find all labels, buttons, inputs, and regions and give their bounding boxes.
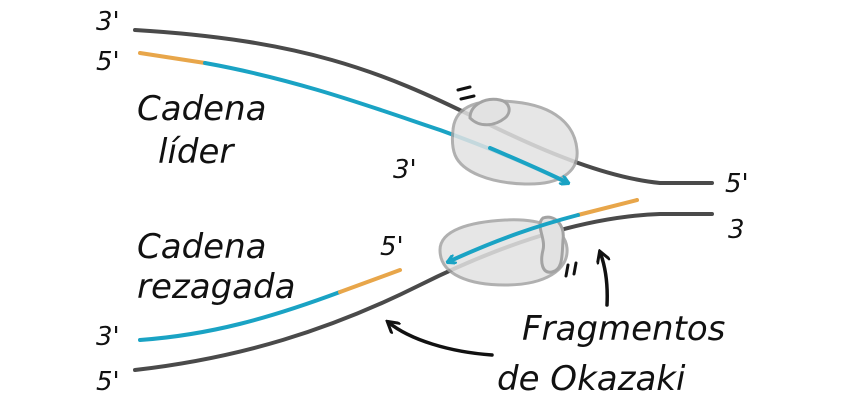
bottom-polymerase-icon [438,215,578,287]
label-right-bottom: 3 [728,215,745,245]
leading-new-strand-tip [488,146,568,183]
label-leading-tip: 3' [393,155,417,185]
label-okazaki-line2: de Okazaki [497,359,686,399]
top-polymerase-icon [450,85,579,186]
label-lagging-strand-line2: rezagada [137,267,295,307]
label-okazaki-line1: Fragmentos [522,309,725,349]
label-bottom-template-left: 5' [96,367,120,397]
label-lagging-strand-line1: Cadena [137,227,266,267]
label-leading-strand-line2: líder [158,132,235,172]
top-template-strand [133,28,714,185]
lagging-new-strand-left [138,290,342,342]
lagging-primer-right [576,198,639,217]
okazaki-pointer-arrow-left [388,322,494,357]
label-top-new-left: 5' [96,47,120,77]
label-bottom-new-left: 3' [96,322,120,352]
label-lagging-fragment-end: 5' [380,232,404,262]
label-right-top: 5' [725,169,749,199]
lagging-primer-left [338,268,402,294]
okazaki-fragment-strand [448,213,580,262]
okazaki-pointer-arrow-right [600,252,607,307]
label-leading-strand-line1: Cadena [137,89,266,129]
bottom-template-strand [133,212,714,372]
label-top-template-left: 3' [96,7,120,37]
leading-primer [138,51,207,65]
